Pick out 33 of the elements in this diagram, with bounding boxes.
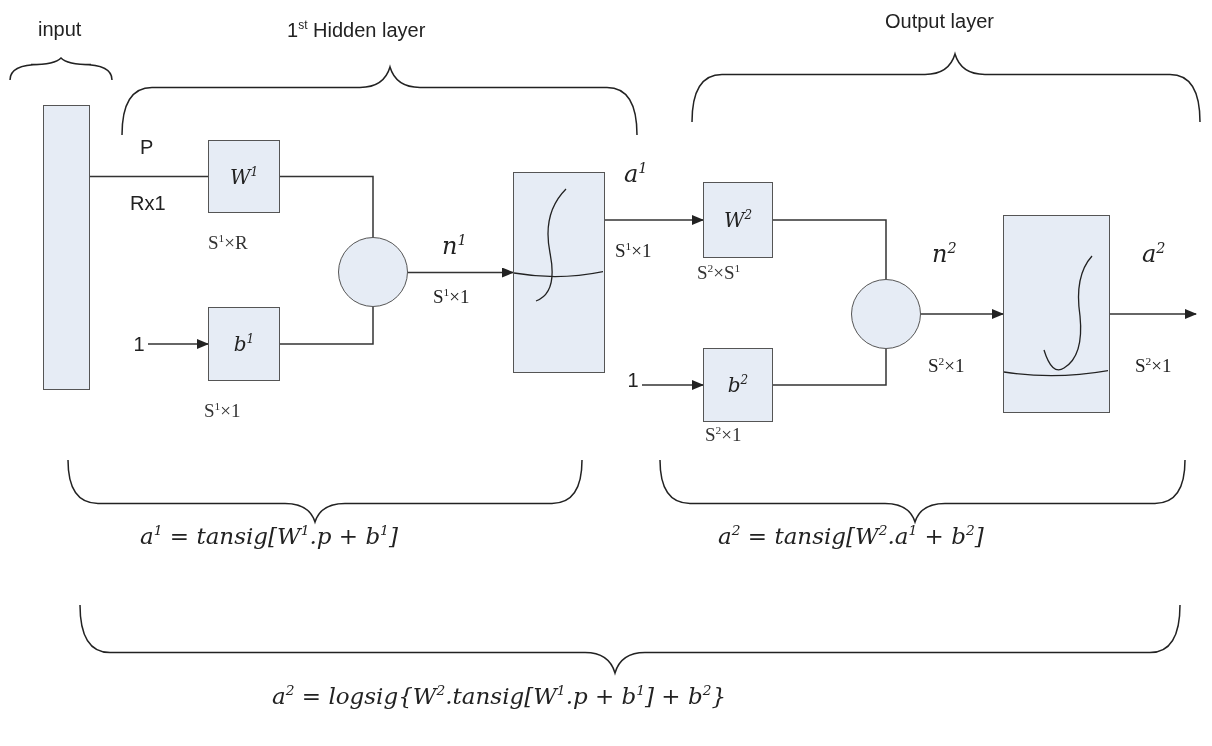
bias-input-text: 1 xyxy=(130,331,148,357)
weight-box: W$^{1}$ xyxy=(208,140,280,213)
bias-input-text: 1 xyxy=(624,367,642,393)
dimension-label: S$^{2}$×1 xyxy=(705,424,742,447)
connector-line xyxy=(772,219,887,280)
dimension-label: S$^{1}$×1 xyxy=(204,400,241,423)
bias-box: b$^{1}$ xyxy=(208,307,280,381)
dimension-label: S$^{1}$×1 xyxy=(615,240,652,263)
weight-box: W$^{2}$ xyxy=(703,182,773,258)
equation: a$^{1}$ = tansig[W$^{1}$.p + b$^{1}$] xyxy=(140,522,398,549)
layer-label: Output layer xyxy=(885,10,994,33)
equation: a$^{2}$ = tansig[W$^{2}$.a$^{1}$ + b$^{2}$] xyxy=(718,522,984,549)
layer-label: 1$^{st}$ Hidden layer xyxy=(287,18,426,42)
arrow xyxy=(1109,309,1197,319)
dimension-label: S$^{2}$×1 xyxy=(1135,355,1172,378)
connector-line xyxy=(279,175,374,238)
layer-label: input xyxy=(38,18,82,41)
dimension-label: S$^{2}$×S$^{1}$ xyxy=(697,262,741,285)
arrow xyxy=(407,267,514,278)
dimension-label: Rx1 xyxy=(130,192,166,215)
connector-line xyxy=(772,348,887,386)
input-bar xyxy=(43,105,90,390)
arrow xyxy=(641,380,704,390)
connector-line xyxy=(89,175,209,178)
arrow xyxy=(147,339,209,349)
equation: a$^{2}$ = logsig{W$^{2}$.tansig[W$^{1}$.p + b$^{1}$] + b$^{2}$} xyxy=(272,682,727,709)
dimension-label: S$^{1}$×R xyxy=(208,232,248,255)
connector-line xyxy=(279,306,374,345)
bias-box: b$^{2}$ xyxy=(703,348,773,422)
arrow xyxy=(604,215,704,225)
arrow xyxy=(920,309,1004,319)
dimension-label: S$^{1}$×1 xyxy=(433,286,470,309)
dimension-label: S$^{2}$×1 xyxy=(928,355,965,378)
